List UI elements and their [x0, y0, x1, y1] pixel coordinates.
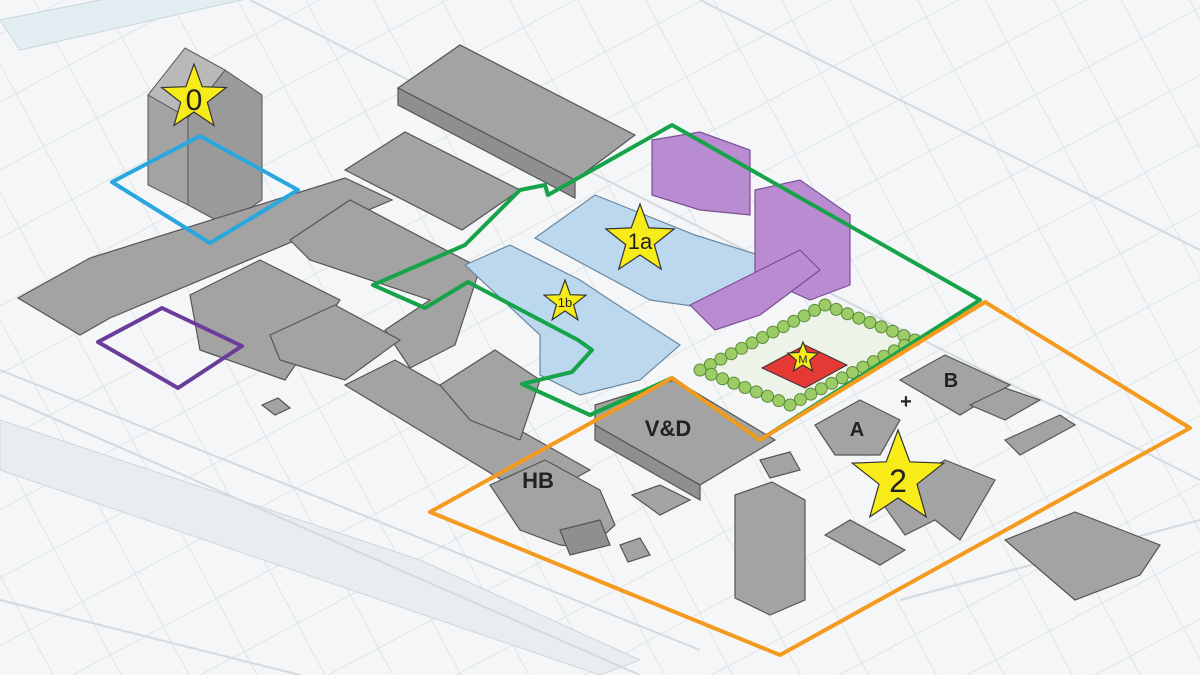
- zone-0-outline: [110, 134, 300, 245]
- label-hb: HB: [522, 468, 554, 493]
- building-round-kiosk: [619, 537, 651, 563]
- tree-icon: [846, 366, 859, 379]
- building-far-east: [1003, 511, 1161, 601]
- tree-icon: [808, 303, 822, 317]
- tree-icon: [704, 367, 718, 381]
- building-hb-rotunda: [559, 519, 611, 556]
- tree-icon: [818, 298, 832, 312]
- building-south-strip: [343, 359, 592, 501]
- building-b-annex: [968, 387, 1042, 421]
- tree-icon: [772, 394, 786, 408]
- star-icon: [160, 62, 228, 127]
- tree-icon: [724, 347, 738, 361]
- buildings: [16, 44, 1161, 616]
- building-tower-south: [734, 481, 806, 616]
- tree-icon: [783, 398, 797, 412]
- purple-zone-outline: [96, 306, 244, 390]
- tree-icon: [716, 372, 729, 386]
- star-icon: [786, 340, 820, 373]
- tree-icon: [749, 385, 763, 399]
- canal: [0, 0, 244, 51]
- building-south-kiosk: [759, 451, 801, 479]
- tree-icon: [745, 336, 759, 350]
- star-icon: [604, 202, 676, 271]
- market-label: M: [798, 354, 807, 366]
- tree-icon: [761, 389, 774, 403]
- tree-icon: [727, 376, 741, 390]
- tree-icon: [693, 363, 707, 377]
- purple-buildings: [651, 131, 851, 331]
- tree-icon: [829, 302, 843, 316]
- tree-icon: [852, 311, 866, 325]
- tree-icon: [756, 331, 769, 344]
- building-southeast-l: [879, 459, 996, 541]
- tree-icon: [793, 393, 807, 407]
- tree-icon: [766, 325, 780, 339]
- tree-icon: [738, 381, 752, 394]
- tree-icon: [776, 320, 790, 334]
- tree-icon: [835, 371, 849, 385]
- tree-icon: [714, 352, 728, 366]
- building-southeast-bar: [823, 519, 907, 566]
- building-west-wing: [16, 177, 394, 336]
- tree-icon: [825, 376, 839, 390]
- glass-building-1b: [463, 244, 681, 396]
- label-b: B: [944, 370, 958, 392]
- tree-icon: [841, 307, 854, 321]
- label-a: A: [850, 419, 864, 441]
- building-small-east: [1003, 414, 1077, 456]
- building-mid-block: [269, 304, 402, 381]
- railway: [0, 419, 642, 675]
- tree-icon: [787, 314, 801, 328]
- building-center-block: [439, 349, 541, 441]
- zone-2-label: 2: [889, 463, 907, 499]
- zone-2-outline: [428, 300, 1192, 657]
- tree-icon: [814, 382, 828, 396]
- star-icons: [160, 62, 946, 519]
- star-icon: [542, 278, 588, 322]
- building-small-cylinder: [630, 484, 692, 516]
- star-icon: [850, 428, 946, 519]
- zone-1b-label: 1b: [558, 295, 572, 310]
- tree-icon: [874, 320, 888, 334]
- tree-icon: [735, 341, 749, 355]
- zone-1a-label: 1a: [628, 229, 653, 254]
- zone-0-label: 0: [186, 84, 203, 117]
- tree-icon: [886, 324, 899, 338]
- label-plus: +: [900, 391, 912, 413]
- tree-icon: [804, 387, 818, 401]
- building-a: [814, 399, 901, 456]
- building-small-west: [260, 397, 292, 416]
- glass-buildings: [463, 194, 792, 396]
- tree-icon: [797, 309, 811, 323]
- tree-icon: [863, 316, 877, 329]
- label-vd: V&D: [645, 416, 691, 441]
